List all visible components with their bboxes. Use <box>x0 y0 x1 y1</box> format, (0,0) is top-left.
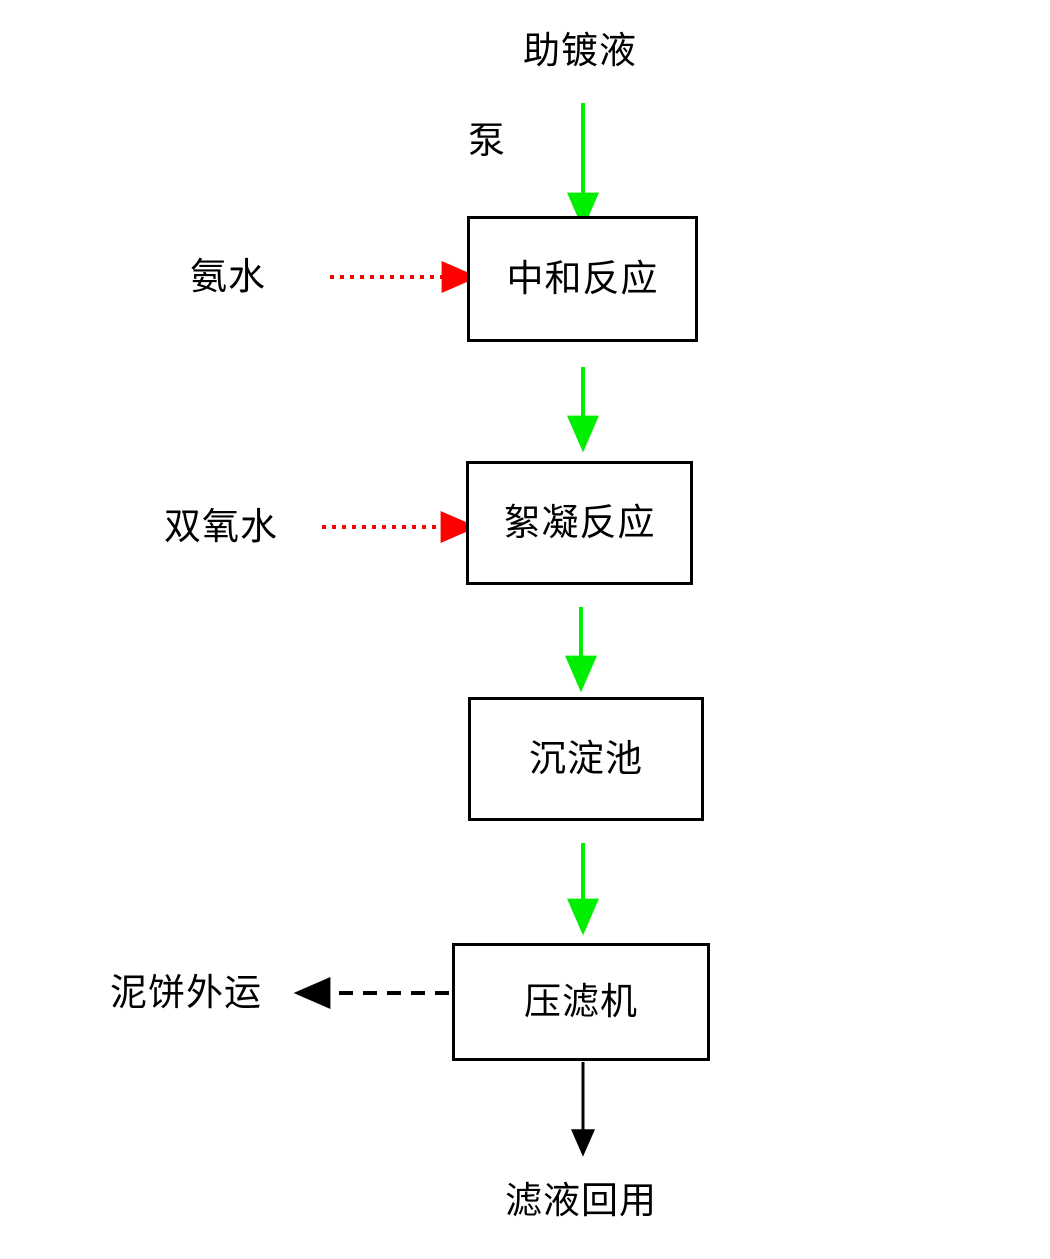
reagent-ammonia-label: 氨水 <box>190 257 266 298</box>
reagent-peroxide-label: 双氧水 <box>164 507 278 548</box>
process-box-sedimentation[interactable]: 沉淀池 <box>468 697 704 821</box>
process-box-filterpress[interactable]: 压滤机 <box>452 943 710 1061</box>
inlet-label: 助镀液 <box>523 31 637 72</box>
pump-label: 泵 <box>468 121 506 162</box>
output-sludge-label: 泥饼外运 <box>110 973 262 1014</box>
process-box-filterpress-label: 压滤机 <box>524 981 638 1023</box>
process-box-sedimentation-label: 沉淀池 <box>529 738 643 780</box>
output-filtrate-label: 滤液回用 <box>505 1181 657 1222</box>
process-box-flocculation[interactable]: 絮凝反应 <box>466 461 693 585</box>
process-box-flocculation-label: 絮凝反应 <box>503 502 656 544</box>
process-box-neutralization-label: 中和反应 <box>506 258 659 300</box>
process-box-neutralization[interactable]: 中和反应 <box>467 216 698 342</box>
